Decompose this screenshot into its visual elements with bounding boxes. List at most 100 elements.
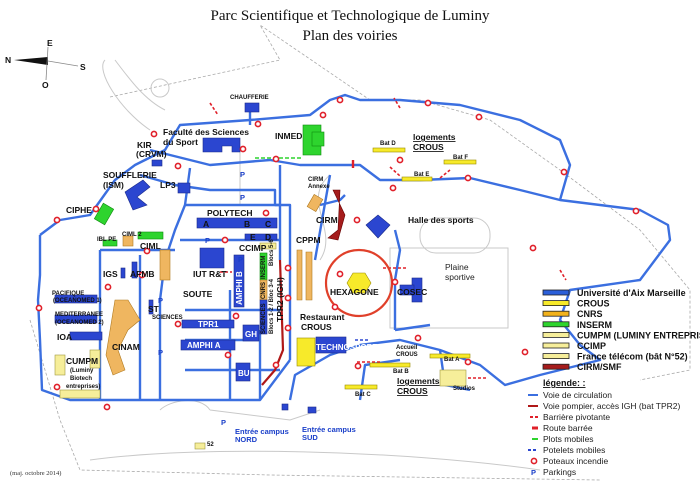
parking-icon: P xyxy=(240,170,245,179)
legend-label: Voie de circulation xyxy=(543,390,612,400)
label-ioa: IOA xyxy=(57,332,72,342)
label-bat-f: Bat F xyxy=(453,155,468,161)
label-bu: BU xyxy=(238,369,250,378)
legend-item: Plots mobiles xyxy=(532,434,594,444)
legend-label: Poteaux incendie xyxy=(543,456,608,466)
label-cosec: COSEC xyxy=(397,287,427,297)
owner-legend-item: CCIMP xyxy=(542,341,606,351)
legend-item: Poteaux incendie xyxy=(530,456,608,466)
parking-icon: P xyxy=(205,236,210,245)
legend-label: Parkings xyxy=(543,467,576,477)
legend-item: Route barrée xyxy=(532,423,593,433)
building-labels: CHAUFFERIE Faculté des Sciences du Sport… xyxy=(10,95,476,477)
legend-item: P Parkings xyxy=(531,467,576,477)
fire-hydrant-icon xyxy=(530,457,538,465)
label-cppm: CPPM xyxy=(296,235,321,245)
label-halle-des-sports: Halle des sports xyxy=(408,215,474,225)
label-chaufferie: CHAUFFERIE xyxy=(230,95,269,101)
compass-east: E xyxy=(47,38,53,48)
site-boundary xyxy=(29,24,691,481)
label-entree-nord: Entrée campus xyxy=(235,427,289,436)
label-logements-north: logements xyxy=(413,132,456,142)
label-tpr2: TPR2 (IGH) xyxy=(275,277,285,322)
label-pacifique-2: (OCEANOMED 1) xyxy=(53,298,102,304)
label-logements-south: logements xyxy=(397,376,440,386)
label-st: ST xyxy=(148,304,160,314)
parking-icon: P xyxy=(238,255,243,264)
legend-item: Barrière pivotante xyxy=(530,412,610,422)
label-afmb: AFMB xyxy=(130,269,155,279)
legend-label: Route barrée xyxy=(543,423,593,433)
legend-label: Plots mobiles xyxy=(543,434,594,444)
label-bat-d: Bat D xyxy=(380,141,396,147)
owner-label: CNRS xyxy=(577,309,603,319)
label-ciml: CIML xyxy=(140,241,161,251)
label-restaurant: Restaurant xyxy=(300,312,345,322)
owner-label: Université d'Aix Marseille xyxy=(577,288,686,298)
label-entree-sud: Entrée campus xyxy=(302,425,356,434)
label-kir-2: (CRVM) xyxy=(136,149,167,159)
legend-label: Barrière pivotante xyxy=(543,412,610,422)
label-gh: GH xyxy=(245,330,257,339)
owner-legend-item: CUMPM (LUMINY ENTREPRISES) xyxy=(542,330,700,340)
label-logements-south-2: CROUS xyxy=(397,386,428,396)
owner-legend-item: CIRM/SMF xyxy=(542,362,622,372)
label-fss: Faculté des Sciences xyxy=(163,127,249,137)
label-entree-nord-2: NORD xyxy=(235,435,258,444)
label-accueil: Accueil xyxy=(396,345,418,351)
owner-label: CCIMP xyxy=(577,341,606,351)
parkings: P P P P P P P xyxy=(158,170,245,427)
owner-label: France télécom (bât N°52) xyxy=(577,352,688,362)
label-cumpm: CUMPM xyxy=(66,356,98,366)
owner-label: CROUS xyxy=(577,299,610,309)
label-studios: Studios xyxy=(453,386,476,392)
label-cirm: CIRM xyxy=(316,215,338,225)
label-ciml2: CIML 2 xyxy=(122,232,142,238)
legend-label: Potelets mobiles xyxy=(543,445,605,455)
label-amphi-b: AMPHI B xyxy=(235,271,244,305)
owners-legend: Université d'Aix MarseilleCROUSCNRSINSER… xyxy=(542,288,700,372)
map-title: Parc Scientifique et Technologique de Lu… xyxy=(210,8,490,24)
legend-label: Voie pompier, accès IGH (bat TPR2) xyxy=(543,401,680,411)
owner-swatch xyxy=(542,310,570,317)
label-soute: SOUTE xyxy=(183,289,213,299)
label-cinam: CINAM xyxy=(112,342,140,352)
legend-title: légende: : xyxy=(543,378,586,388)
label-polytech-a: A xyxy=(203,219,209,229)
owner-label: INSERM xyxy=(577,320,612,330)
legend-item: Potelets mobiles xyxy=(528,445,605,455)
label-bat-e: Bat E xyxy=(414,172,429,178)
label-lp3: LP3 xyxy=(160,180,176,190)
label-plaine: Plaine xyxy=(445,262,469,272)
label-inserm-vertical: INSERM xyxy=(261,256,267,279)
compass-needle-icon xyxy=(14,57,48,65)
label-igs: IGS xyxy=(103,269,118,279)
label-kir: KIR xyxy=(137,140,152,150)
label-polytech: POLYTECH xyxy=(207,208,253,218)
label-soufflerie-2: (ISM) xyxy=(103,180,124,190)
owner-swatch xyxy=(542,300,570,307)
label-cirm-annexe: CIRM xyxy=(308,177,323,183)
label-polytech-b: B xyxy=(244,219,250,229)
owner-swatch xyxy=(542,353,570,360)
label-hexagone: HEXAGONE xyxy=(330,287,379,297)
owner-swatch xyxy=(542,331,570,338)
compass-rose: N E S O xyxy=(5,38,86,90)
owner-label: CIRM/SMF xyxy=(577,362,622,372)
parking-icon: P xyxy=(531,468,536,477)
owner-swatch xyxy=(542,342,570,349)
owner-legend-item: France télécom (bât N°52) xyxy=(542,352,688,362)
label-mediterranee: MEDITERRANEE xyxy=(55,312,103,318)
label-ibl-pe: IBL PE xyxy=(97,237,116,243)
label-inmed: INMED xyxy=(275,131,302,141)
fire-access-road xyxy=(261,259,285,386)
label-iut: IUT R&T xyxy=(193,269,227,279)
label-tpr1: TPR1 xyxy=(198,320,219,329)
label-amphi-a: AMPHI A xyxy=(187,341,221,350)
label-cumpm-3: Biotech xyxy=(70,376,92,382)
label-accueil-2: CROUS xyxy=(396,352,418,358)
owner-label: CUMPM (LUMINY ENTREPRISES) xyxy=(577,330,700,340)
label-technosport: TECHNOSPORT xyxy=(316,343,377,352)
label-logements-north-2: CROUS xyxy=(413,142,444,152)
